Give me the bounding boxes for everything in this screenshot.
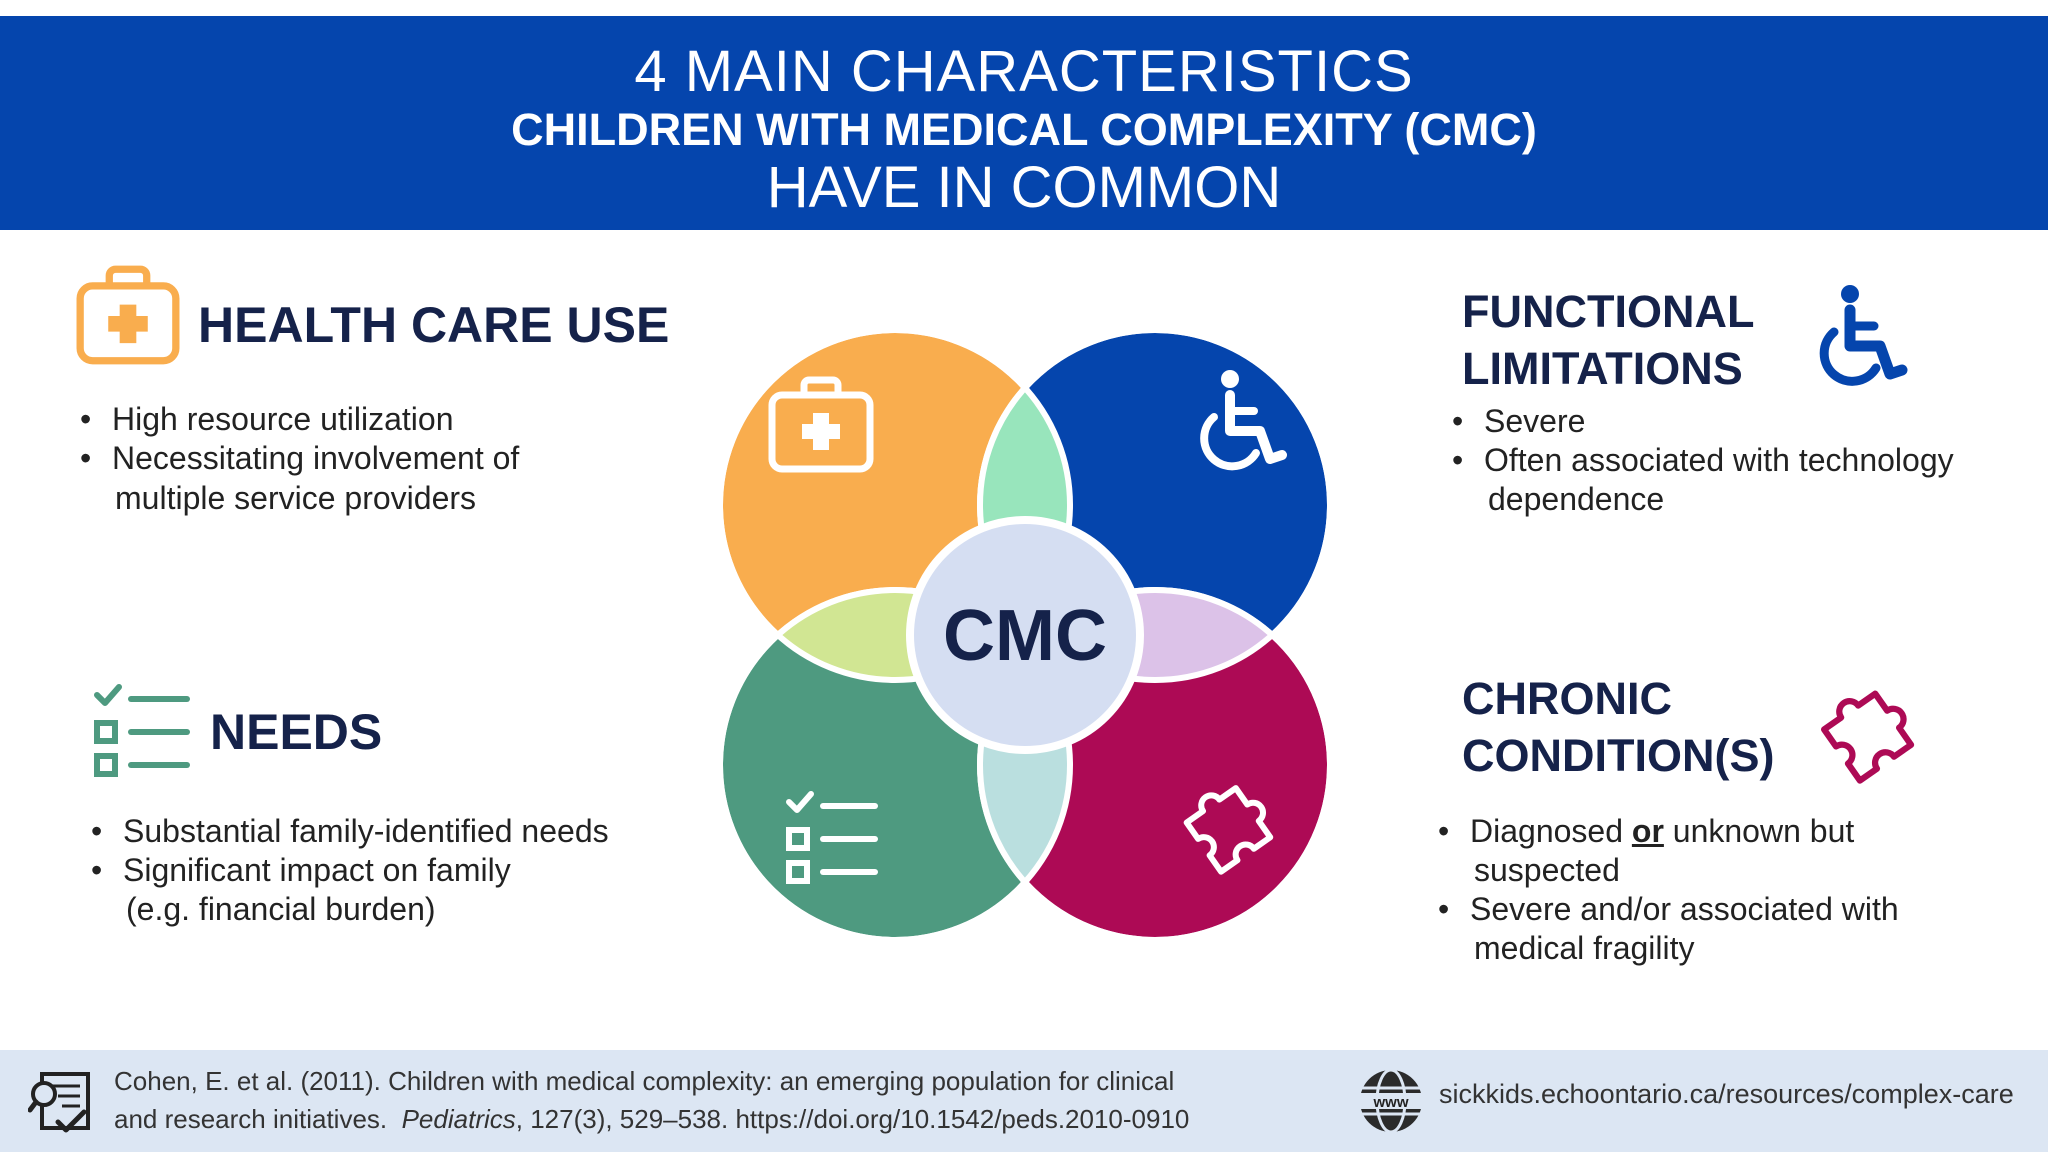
title-banner: 4 MAIN CHARACTERISTICS CHILDREN WITH MED… (0, 16, 2048, 230)
health-care-use-bullets: High resource utilization Necessitating … (78, 400, 519, 478)
list-item-continuation: dependence (1488, 481, 1665, 517)
citation: Cohen, E. et al. (2011). Children with m… (114, 1062, 1189, 1138)
list-item: Substantial family-identified needs (89, 812, 609, 851)
list-item: Significant impact on family (89, 851, 609, 890)
title-line-2: CHILDREN WITH MEDICAL COMPLEXITY (CMC) (511, 104, 1537, 155)
list-item-continuation: multiple service providers (115, 480, 477, 516)
checklist-icon (94, 684, 190, 777)
list-item-continuation: suspected (1474, 852, 1620, 888)
list-item: High resource utilization (78, 400, 519, 439)
cmc-venn-diagram: CMC (717, 327, 1333, 943)
www-label: www (1372, 1094, 1408, 1111)
functional-limitations-bullets: Severe Often associated with technology (1450, 402, 1954, 480)
checklist-icon (786, 791, 878, 884)
globe-www-icon: www (1358, 1068, 1424, 1134)
chronic-conditions-bullets: Diagnosed or unknown but (1436, 812, 1854, 851)
list-item: Necessitating involvement of (78, 439, 519, 478)
first-aid-kit-icon (768, 376, 874, 473)
list-item: Often associated with technology (1450, 441, 1954, 480)
needs-title: NEEDS (210, 704, 383, 760)
functional-limitations-title-line2: LIMITATIONS (1462, 343, 1743, 394)
title-line-1: 4 MAIN CHARACTERISTICS (634, 39, 1414, 104)
wheelchair-icon (1200, 370, 1287, 471)
wheelchair-icon (1819, 285, 1908, 386)
chronic-conditions-bullets-2: Severe and/or associated with (1436, 890, 1899, 929)
puzzle-piece-icon (1821, 690, 1915, 784)
functional-limitations-title: FUNCTIONAL LIMITATIONS (1462, 283, 1754, 397)
citation-journal: Pediatrics (401, 1104, 516, 1134)
citation-line-1: Cohen, E. et al. (2011). Children with m… (114, 1066, 1175, 1096)
footer: Cohen, E. et al. (2011). Children with m… (0, 1050, 2048, 1152)
chronic-conditions-title-line2: CONDITION(S) (1462, 730, 1775, 781)
bullet-text: unknown but (1663, 813, 1855, 849)
website-link[interactable]: sickkids.echoontario.ca/resources/comple… (1439, 1079, 2014, 1109)
chronic-conditions-title-line1: CHRONIC (1462, 673, 1672, 724)
health-care-use-title: HEALTH CARE USE (198, 297, 670, 353)
citation-line-2: and research initiatives. Pediatrics, 12… (114, 1100, 1189, 1138)
citation-text: , 127(3), 529–538. https://doi.org/10.15… (515, 1104, 1190, 1134)
list-item: Severe and/or associated with (1436, 890, 1899, 929)
title-line-3: HAVE IN COMMON (766, 155, 1282, 220)
emphasis-or: or (1631, 813, 1664, 849)
citation-text: and research initiatives. (114, 1104, 402, 1134)
document-search-icon (28, 1072, 90, 1133)
list-item-continuation: (e.g. financial burden) (126, 891, 436, 927)
cmc-center-label: CMC (943, 596, 1107, 676)
bullet-text: Diagnosed (1470, 813, 1632, 849)
chronic-conditions-title: CHRONIC CONDITION(S) (1462, 670, 1774, 784)
first-aid-kit-icon (76, 265, 180, 365)
list-item-continuation: medical fragility (1474, 930, 1695, 966)
functional-limitations-title-line1: FUNCTIONAL (1462, 286, 1755, 337)
list-item: Severe (1450, 402, 1954, 441)
puzzle-piece-icon (1183, 785, 1274, 875)
cmc-center-circle (906, 516, 1144, 754)
needs-bullets: Substantial family-identified needs Sign… (89, 812, 609, 890)
list-item: Diagnosed or unknown but (1436, 812, 1854, 851)
